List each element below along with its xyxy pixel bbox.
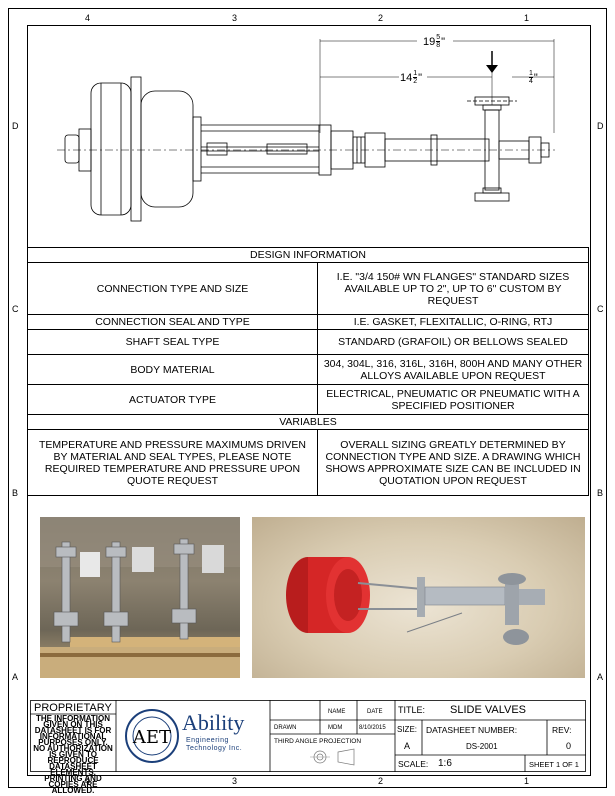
zone-row-label: B bbox=[597, 488, 604, 498]
valve-rig-photo bbox=[40, 517, 240, 678]
row-value: STANDARD (GRAFOIL) OR BELLOWS SEALED bbox=[317, 329, 589, 355]
zone-col-label: 1 bbox=[524, 13, 530, 23]
date-header: DATE bbox=[367, 709, 383, 715]
zone-row-label: A bbox=[12, 672, 19, 682]
outer-frame bbox=[8, 8, 607, 788]
row-label: SHAFT SEAL TYPE bbox=[27, 329, 318, 355]
size-label: SIZE: bbox=[397, 725, 418, 734]
zone-row-label: B bbox=[12, 488, 19, 498]
datasheet-number: DS-2001 bbox=[466, 742, 498, 751]
company-name: Ability bbox=[182, 710, 245, 735]
scale-value: 1:6 bbox=[438, 758, 452, 769]
sheet-count: SHEET 1 OF 1 bbox=[529, 760, 579, 769]
dim-small: 1 4 " bbox=[529, 70, 538, 85]
zone-row-label: D bbox=[597, 121, 604, 131]
zone-col-label: 3 bbox=[232, 13, 238, 23]
drawn-name: MDM bbox=[328, 725, 343, 731]
row-label: CONNECTION TYPE AND SIZE bbox=[27, 262, 318, 315]
valve-drawing bbox=[57, 39, 555, 222]
proprietary-note: THE INFORMATION GIVEN ON THIS DATASHEET … bbox=[33, 714, 113, 795]
projection-symbol-icon bbox=[310, 748, 355, 766]
company-logo-icon: AET bbox=[125, 709, 179, 763]
design-info-header: DESIGN INFORMATION bbox=[27, 247, 589, 263]
zone-col-label: 3 bbox=[232, 776, 238, 786]
zone-row-label: D bbox=[12, 121, 19, 131]
row-label: BODY MATERIAL bbox=[27, 354, 318, 385]
zone-row-label: A bbox=[597, 672, 604, 682]
zone-row-label: C bbox=[597, 304, 604, 314]
row-value: 304, 304L, 316, 316L, 316H, 800H AND MAN… bbox=[317, 354, 589, 385]
scale-label: SCALE: bbox=[398, 759, 429, 769]
dim-mid: 14 1 2 " bbox=[400, 70, 423, 85]
zone-col-label: 2 bbox=[378, 13, 384, 23]
row-value: I.E. GASKET, FLEXITALLIC, O-RING, RTJ bbox=[317, 314, 589, 330]
rev-value: 0 bbox=[566, 741, 572, 751]
variables-right: OVERALL SIZING GREATLY DETERMINED BY CON… bbox=[317, 429, 589, 496]
row-value: ELECTRICAL, PNEUMATIC OR PNEUMATIC WITH … bbox=[317, 384, 589, 415]
drawing-title: SLIDE VALVES bbox=[450, 704, 527, 716]
zone-col-label: 4 bbox=[85, 13, 91, 23]
projection-label: THIRD ANGLE PROJECTION bbox=[274, 738, 362, 745]
title-label: TITLE: bbox=[398, 705, 426, 715]
title-block: PROPRIETARY THE INFORMATION GIVEN ON THI… bbox=[30, 700, 586, 795]
variables-header: VARIABLES bbox=[27, 414, 589, 430]
company-subtitle: Engineering Technology Inc. bbox=[186, 737, 243, 752]
row-label: ACTUATOR TYPE bbox=[27, 384, 318, 415]
zone-col-label: 1 bbox=[524, 776, 530, 786]
size-value: A bbox=[404, 741, 411, 751]
rev-label: REV: bbox=[552, 725, 572, 735]
drawn-label: DRAWN bbox=[274, 725, 297, 731]
design-info-table: DESIGN INFORMATION CONNECTION TYPE AND S… bbox=[27, 247, 589, 496]
drawn-date: 8/10/2015 bbox=[359, 725, 386, 731]
svg-text:AET: AET bbox=[132, 727, 171, 748]
variables-left: TEMPERATURE AND PRESSURE MAXIMUMS DRIVEN… bbox=[27, 429, 318, 496]
dim-overall: 19 5 8 " bbox=[423, 34, 446, 49]
valve-render-photo bbox=[252, 517, 585, 678]
datasheet-label: DATASHEET NUMBER: bbox=[426, 725, 518, 735]
name-header: NAME bbox=[328, 709, 346, 715]
zone-row-label: C bbox=[12, 304, 19, 314]
proprietary-heading: PROPRIETARY bbox=[34, 702, 112, 714]
row-label: CONNECTION SEAL AND TYPE bbox=[27, 314, 318, 330]
zone-col-label: 4 bbox=[85, 776, 91, 786]
zone-col-label: 2 bbox=[378, 776, 384, 786]
row-value: I.E. "3/4 150# WN FLANGES" STANDARD SIZE… bbox=[317, 262, 589, 315]
